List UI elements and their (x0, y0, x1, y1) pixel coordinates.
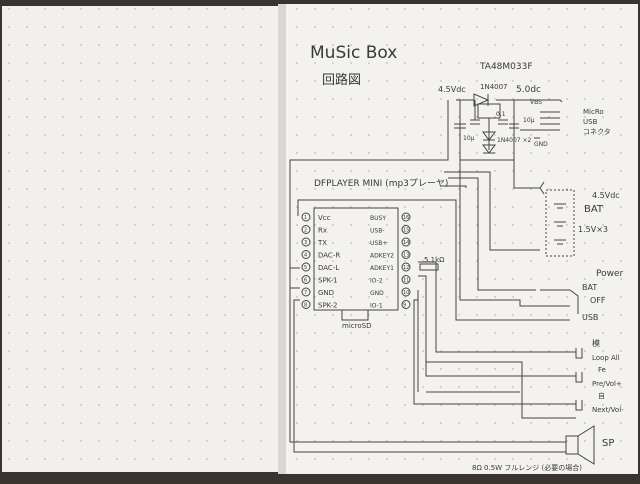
pin-marker-right (401, 287, 411, 297)
pin-marker-right (401, 275, 411, 284)
pin-label-right: ADKEY1 (370, 265, 394, 272)
usb-label-3: コネクタ (583, 127, 611, 136)
usb-label-2: USB (583, 118, 598, 126)
battery-cells-label: 1.5V×3 (578, 225, 608, 234)
dfplayer-module: DFPLAYER MINI (mp3プレーヤ) microSD 1 Vcc 2 Rx 3… (301, 178, 448, 330)
pin-label-left: SPK-2 (318, 302, 338, 310)
button-next-label: Next/Vol- (592, 406, 624, 414)
pin-marker-left (301, 262, 311, 272)
battery-pack: 4.5Vdc BAT 1.5V×3 (545, 189, 620, 257)
pin-number-right: 13 (403, 253, 409, 259)
pin-marker-right (401, 237, 411, 247)
pin-number-right: 16 (403, 215, 409, 221)
pin-marker-left (301, 300, 311, 309)
pin-number-right: 10 (403, 290, 409, 296)
diode-label: 1N4007 (480, 83, 508, 91)
regulator-label: TA48M033F (479, 62, 533, 72)
cap-right-label: 10μ (523, 117, 535, 124)
usb-label-1: MicRo (583, 108, 604, 116)
spine (278, 4, 286, 474)
pin-number-right: 14 (403, 240, 409, 246)
sd-label: microSD (342, 322, 371, 330)
pin-label-left: DAC-L (318, 264, 339, 272)
wiring (289, 100, 576, 453)
pin-marker-right (401, 262, 411, 272)
pin-number-left: 3 (304, 240, 307, 246)
page-title: MuSic Box (310, 43, 397, 63)
pin-number-right: 9 (403, 303, 406, 309)
pin-label-left: GND (318, 289, 334, 297)
pin-label-left: DAC-R (318, 252, 340, 260)
vbus-label: VBS (530, 99, 542, 106)
vin-label: 4.5Vdc (438, 85, 466, 94)
pin-label-right: GND (370, 290, 384, 297)
pin-marker-left (301, 237, 311, 247)
diode-x2-label: 1N4007 ×2 (497, 137, 532, 144)
pin-number-left: 4 (304, 253, 307, 259)
pin-label-left: Vcc (318, 214, 331, 222)
pin-number-left: 7 (304, 290, 307, 296)
sd-slot (341, 309, 369, 321)
pin-marker-left (301, 250, 311, 259)
pin-number-right: 11 (403, 278, 409, 284)
switch-usb-label: USB (582, 313, 598, 322)
resistor-label: 5.1kΩ (424, 256, 445, 264)
power-switch: Power BAT OFF USB (540, 269, 624, 322)
pin-label-right: USB- (370, 228, 384, 235)
pin-number-left: 6 (304, 278, 307, 284)
pin-marker-left (301, 212, 311, 222)
battery-label: BAT (584, 204, 604, 215)
pin-label-right: USB+ (370, 240, 387, 247)
speaker: SP 8Ω 0.5W フルレンジ (必要の場合) (472, 425, 614, 472)
speaker-body (565, 435, 579, 455)
pin-marker-left (301, 225, 311, 234)
power-supply-section: TA48M033F 1N4007 4.5Vdc 5.0dc 10μ 0.1 10… (438, 62, 611, 161)
battery-volt-label: 4.5Vdc (592, 191, 620, 200)
pin-number-right: 12 (403, 265, 409, 271)
pin-label-left: TX (317, 239, 327, 247)
gnd-label: GND (534, 141, 548, 148)
pin-label-right: IO-1 (370, 303, 383, 310)
pin-number-left: 2 (304, 228, 307, 234)
pin-number-left: 5 (304, 265, 307, 271)
pin-marker-right (401, 250, 411, 259)
battery-holder (545, 189, 575, 257)
button-prev-label: Pre/Vol+ (592, 380, 622, 388)
pin-number-left: 8 (304, 303, 307, 309)
pin-marker-right (401, 225, 411, 234)
cap-mid-label: 0.1 (496, 111, 506, 118)
vout-label: 5.0dc (516, 85, 541, 95)
speaker-label: SP (602, 438, 614, 449)
button-loop-label: Loop All (592, 354, 620, 362)
resistor (419, 263, 439, 271)
switch-bat-label: BAT (582, 283, 597, 292)
pin-marker-right (401, 300, 411, 309)
cap-left-label: 10μ (463, 135, 475, 142)
pin-label-left: Rx (318, 227, 327, 235)
pin-label-left: SPK-1 (318, 277, 338, 285)
button-loop-top: 模 (592, 338, 600, 348)
button-prev-top: Fe (598, 366, 606, 374)
pin-marker-left (301, 287, 311, 297)
pin-number-left: 1 (304, 215, 307, 221)
speaker-cone (577, 425, 595, 465)
page-subtitle: 回路図 (322, 72, 361, 88)
switch-off-label: OFF (590, 296, 606, 305)
pin-number-right: 15 (403, 228, 409, 234)
pin-label-right: ADKEY2 (370, 253, 394, 260)
power-switch-title: Power (596, 269, 624, 279)
speaker-note: 8Ω 0.5W フルレンジ (必要の場合) (472, 463, 582, 472)
module-title: DFPLAYER MINI (mp3プレーヤ) (314, 178, 448, 189)
push-buttons: 模 Loop All Fe Pre/Vol+ 自 Next/Vol- (575, 338, 624, 414)
pin-label-right: BUSY (370, 215, 386, 222)
pin-label-right: IO-2 (370, 278, 383, 285)
pin-marker-right (401, 212, 411, 222)
button-next-top: 自 (598, 391, 605, 400)
pin-marker-left (301, 275, 311, 284)
